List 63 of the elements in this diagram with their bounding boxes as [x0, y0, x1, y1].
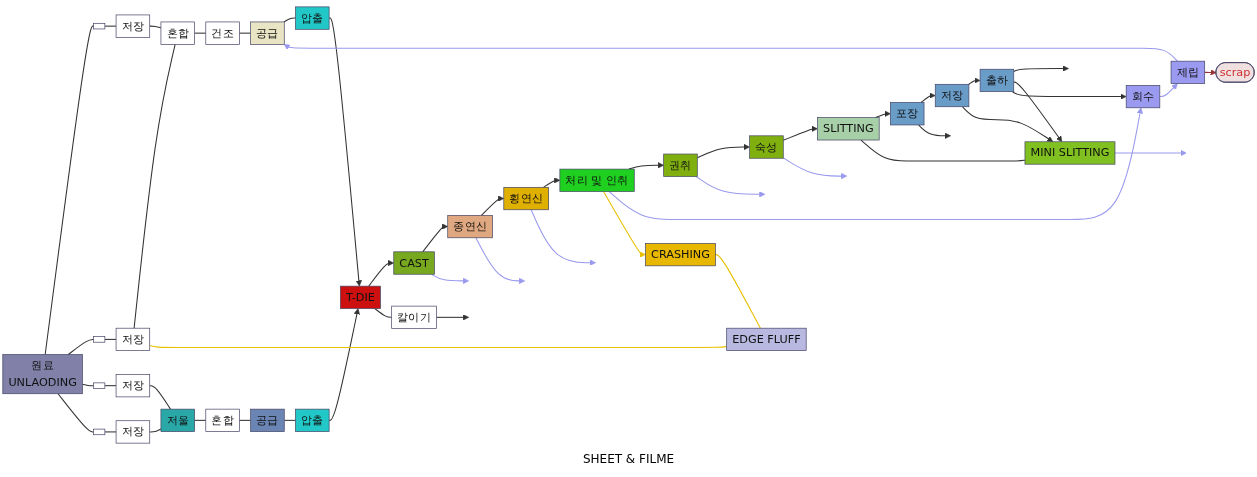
note-text: SHEET & FILME [582, 452, 675, 466]
arrow [480, 195, 505, 216]
process-box: 공급 [250, 21, 285, 45]
arrow [968, 77, 981, 85]
arrow [1013, 65, 1069, 73]
process-box: 혼합 [205, 408, 240, 432]
process-box: 저울 [160, 408, 195, 432]
arrow [603, 191, 646, 258]
process-box [93, 382, 106, 389]
process-box: 압출 [295, 408, 330, 432]
process-box: T-DIE [340, 285, 381, 309]
process-box: 회수 [1125, 85, 1161, 109]
process-box: 저장 [115, 420, 151, 444]
process-box: 출하 [979, 68, 1015, 92]
process-box: 처리 및 인취 [559, 168, 635, 192]
arrow [695, 175, 766, 198]
process-box: 압출 [295, 6, 330, 30]
arrow [542, 177, 561, 188]
process-box [93, 23, 106, 30]
process-box: 혼합 [160, 21, 195, 45]
process-box: 저장 [934, 83, 970, 108]
process-box: 원료 UNLAODING [2, 354, 83, 395]
process-box: 종연신 [447, 215, 493, 239]
process-box: 횡연신 [503, 187, 549, 211]
arrow [530, 209, 596, 266]
process-box: 저장 [115, 374, 151, 398]
process-box: 숙성 [749, 135, 784, 159]
arrow [422, 223, 448, 253]
process-box [93, 428, 106, 436]
process-box: 권취 [663, 153, 698, 177]
process-box: 제립 [1170, 60, 1206, 84]
process-box [93, 336, 106, 343]
arrow [918, 124, 951, 139]
arrow [961, 106, 1054, 143]
arrow [328, 308, 360, 421]
process-box: 공급 [250, 408, 285, 432]
process-box: CAST [393, 251, 435, 275]
arrow [1012, 91, 1127, 100]
arrow [608, 107, 1143, 221]
arrow [431, 273, 470, 284]
arrow [328, 17, 362, 287]
arrow [1013, 81, 1063, 143]
arrow [1204, 69, 1217, 76]
arrow [696, 143, 750, 159]
arrow [782, 125, 818, 141]
arrow [368, 259, 395, 287]
process-box: CRASHING [645, 243, 716, 267]
process-box: SLITTING [817, 117, 880, 141]
arrow [920, 92, 936, 104]
arrow [436, 314, 470, 321]
process-box: 저장 [115, 327, 151, 351]
arrow [1159, 83, 1178, 98]
arrow [283, 44, 1178, 62]
arrow [475, 237, 526, 284]
process-box: 저장 [115, 14, 151, 38]
arrow [782, 157, 848, 180]
arrow [1114, 149, 1187, 157]
process-box: 건조 [205, 21, 240, 45]
process-box: 포장 [890, 102, 925, 126]
process-box: EDGE FLUFF [726, 327, 807, 351]
process-box: 칼이기 [391, 305, 437, 329]
scrap-oval: scrap [1215, 62, 1255, 83]
process-box: MINI SLITTING [1024, 141, 1116, 165]
